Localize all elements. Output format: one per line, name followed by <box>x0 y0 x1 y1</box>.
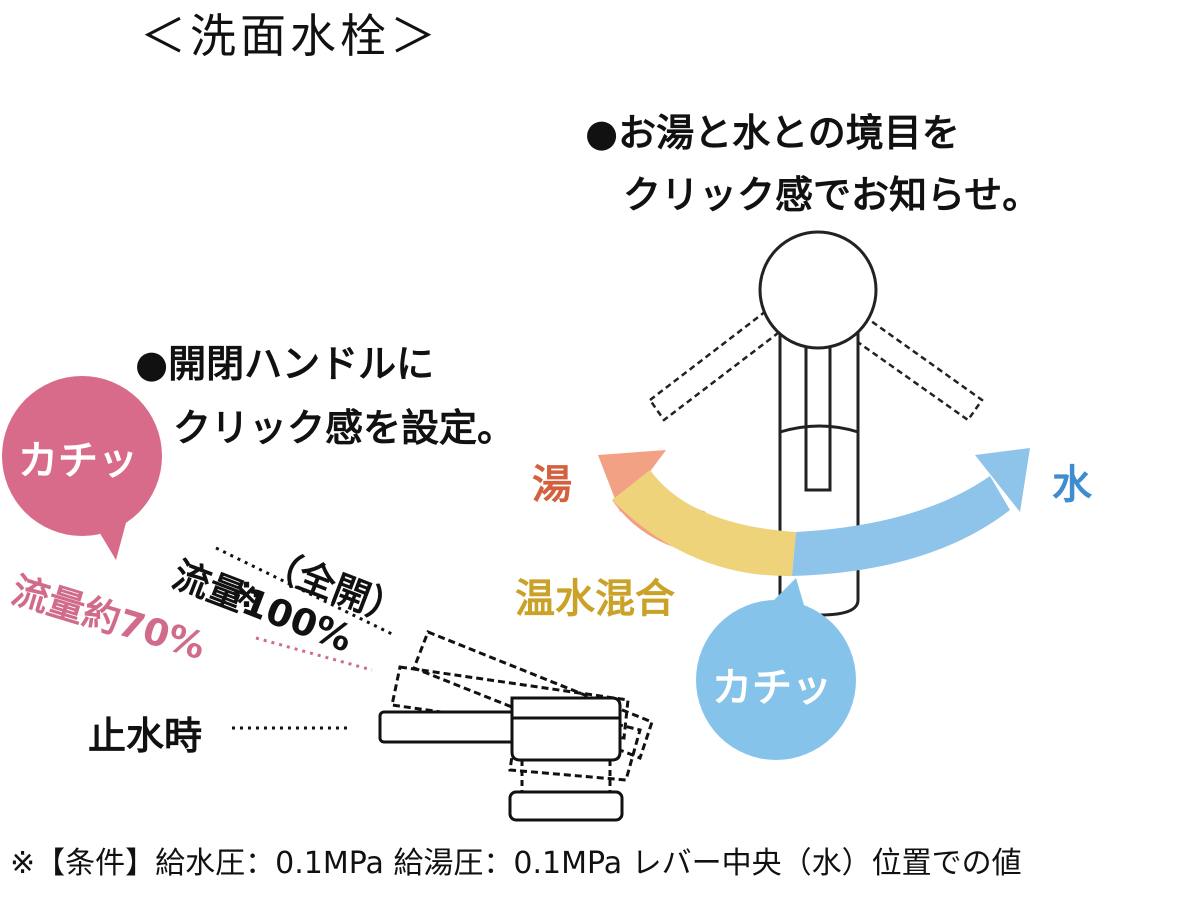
click-sound-left: カチッ <box>18 438 138 484</box>
mix-arc-segment <box>612 470 796 577</box>
stop-label: 止水時 <box>88 714 203 758</box>
open-close-handle <box>378 630 654 822</box>
click-bubble-left <box>2 376 162 560</box>
asterisk-mark: ※ <box>232 580 262 615</box>
footnote: ※【条件】給水圧：0.1MPa 給湯圧：0.1MPa レバー中央（水）位置での値 <box>10 846 1022 881</box>
click-bubble-right <box>696 578 856 760</box>
click-boundary-note: ●お湯と水との境目を クリック感でお知らせ。 <box>585 102 1040 226</box>
handle-note-line2: クリック感を設定。 <box>173 406 516 450</box>
click-boundary-note-line2: クリック感でお知らせ。 <box>623 173 1041 217</box>
click-sound-right: カチッ <box>712 665 832 711</box>
full-leader-line <box>215 546 393 636</box>
hot-arrow-head <box>598 450 666 512</box>
mix-label: 温水混合 <box>515 576 675 622</box>
click-boundary-note-line1: ●お湯と水との境目を <box>585 111 960 155</box>
cold-arc-segment <box>792 476 1010 576</box>
hot-label: 湯 <box>532 462 572 508</box>
handle-note-line1: ●開閉ハンドルに <box>135 342 435 386</box>
cold-arrow-head <box>975 448 1030 512</box>
temperature-arc <box>598 448 1030 577</box>
cold-label: 水 <box>1052 462 1092 508</box>
page-title: ＜洗面水栓＞ <box>140 9 440 63</box>
handle-note: ●開閉ハンドルに クリック感を設定。 <box>135 332 515 460</box>
